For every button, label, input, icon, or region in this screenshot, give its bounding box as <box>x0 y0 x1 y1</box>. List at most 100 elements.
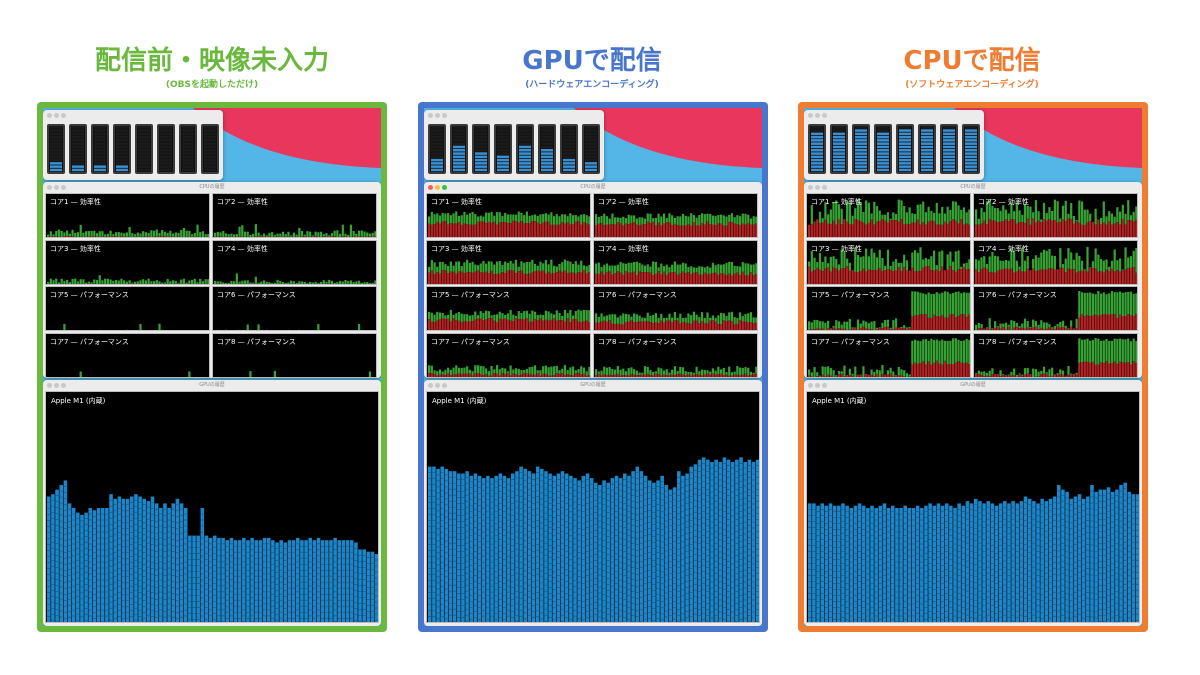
core-bar-user <box>624 313 628 323</box>
core-bar-system <box>574 319 577 330</box>
core-bar-user <box>608 265 611 271</box>
core-bar-user <box>235 329 238 330</box>
core-bar-system <box>671 322 674 330</box>
core-bar-system <box>544 273 548 284</box>
close-button[interactable] <box>428 383 433 388</box>
window-titlebar[interactable] <box>424 110 604 120</box>
minimize-button[interactable] <box>54 185 59 190</box>
core-bar-user <box>574 311 577 320</box>
core-bar-system <box>717 223 720 237</box>
core-bar-system <box>487 375 490 377</box>
core-bar-system <box>104 236 107 237</box>
minimize-button[interactable] <box>435 185 440 190</box>
zoom-button[interactable] <box>442 113 447 118</box>
core-bar-user <box>749 371 753 375</box>
core-bar-system <box>654 373 657 377</box>
core-bar-user <box>374 279 376 284</box>
gpu-bar <box>448 471 453 622</box>
core-bar-system <box>201 236 205 237</box>
cpu-meter-segment <box>497 132 509 136</box>
close-button[interactable] <box>428 185 433 190</box>
core-bar-system <box>571 374 575 377</box>
core-bar-system <box>224 236 228 237</box>
core-bar-system <box>520 270 523 284</box>
core-bar-system <box>219 236 222 237</box>
core-bar-user <box>641 372 644 375</box>
window-titlebar[interactable]: GPUの履歴 <box>424 380 762 390</box>
core-bar-system <box>698 323 701 330</box>
close-button[interactable] <box>47 113 52 118</box>
core-bar-system <box>142 236 145 237</box>
core-graph-1: コア1 — 効率性 <box>45 193 210 238</box>
core-bar-system <box>719 373 723 377</box>
core-bar-system <box>603 320 606 330</box>
window-titlebar[interactable]: CPUの履歴 <box>43 182 381 192</box>
core-bar-user <box>600 215 603 224</box>
core-bar-system <box>471 272 474 284</box>
cpu-meter-segment <box>585 158 597 162</box>
core-bar-system <box>298 284 300 285</box>
cpu-meter-segment <box>453 168 465 172</box>
zoom-button[interactable] <box>442 185 447 190</box>
core-bar-system <box>630 373 633 377</box>
core-bar-system <box>501 222 504 237</box>
zoom-button[interactable] <box>61 383 66 388</box>
core-bar-system <box>341 236 344 237</box>
cpu-meter-segment <box>182 135 194 139</box>
core-bar-user <box>169 280 172 284</box>
cpu-meter-segment <box>50 158 62 162</box>
zoom-button[interactable] <box>61 113 66 118</box>
gpu-bar <box>598 485 602 622</box>
core-bar-user <box>428 216 431 224</box>
close-button[interactable] <box>47 383 52 388</box>
cpu-meter-segment <box>475 126 487 129</box>
core-bar-system <box>528 222 531 237</box>
core-bar-user <box>709 317 712 321</box>
close-button[interactable] <box>428 113 433 118</box>
minimize-button[interactable] <box>435 383 440 388</box>
zoom-button[interactable] <box>442 383 447 388</box>
core-bar-user <box>662 318 666 323</box>
core-bar-system <box>438 223 442 237</box>
core-bar-system <box>582 321 586 330</box>
core-bar-system <box>512 220 515 237</box>
core-bar-system <box>616 270 619 284</box>
core-bar-system <box>185 236 188 237</box>
core-bar-system <box>603 274 606 284</box>
core-bar-user <box>711 315 715 321</box>
core-bar-user <box>246 324 249 330</box>
core-bar-system <box>468 271 471 284</box>
cpu-history-window[interactable]: CPUの履歴コア1 — 効率性コア2 — 効率性コア3 — 効率性コア4 — 効… <box>43 182 381 378</box>
core-bar-system <box>57 236 61 237</box>
cpu-meter-segment <box>116 152 128 155</box>
core-bar-user <box>714 317 717 322</box>
core-bar-user <box>619 369 622 376</box>
gpu-bar <box>531 473 536 622</box>
cpu-meter-segment <box>94 152 106 155</box>
core-bar-system <box>614 272 617 284</box>
core-bar-user <box>147 278 150 284</box>
core-bar-system <box>755 223 757 237</box>
cpu-usage-window[interactable] <box>43 110 223 180</box>
core-bar-user <box>79 370 82 377</box>
minimize-button[interactable] <box>54 113 59 118</box>
window-titlebar[interactable]: CPUの履歴 <box>424 182 762 192</box>
cpu-usage-window[interactable] <box>424 110 604 180</box>
cpu-history-window[interactable]: CPUの履歴コア1 — 効率性コア2 — 効率性コア3 — 効率性コア4 — 効… <box>424 182 762 378</box>
core-bar-user <box>174 329 177 330</box>
window-titlebar[interactable]: GPUの履歴 <box>43 380 381 390</box>
close-button[interactable] <box>47 185 52 190</box>
core-bar-user <box>528 313 531 322</box>
core-bar-system <box>717 373 720 377</box>
window-titlebar[interactable] <box>43 110 223 120</box>
minimize-button[interactable] <box>54 383 59 388</box>
core-bar-user <box>566 313 569 319</box>
core-bar-system <box>671 374 674 377</box>
minimize-button[interactable] <box>435 113 440 118</box>
zoom-button[interactable] <box>61 185 66 190</box>
core-bar-system <box>339 284 341 285</box>
core-graph-2: コア2 — 効率性 <box>212 193 377 238</box>
core-bar-user <box>695 217 698 226</box>
